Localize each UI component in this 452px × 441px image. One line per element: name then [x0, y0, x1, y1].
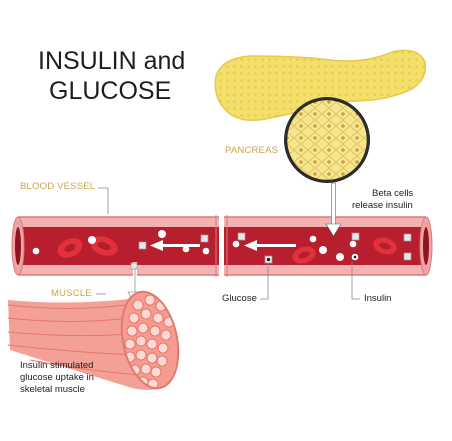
- leader-lines: [96, 187, 360, 300]
- red-blood-cells: [57, 236, 397, 264]
- pancreas-label: PANCREAS: [225, 145, 279, 156]
- page-title-line-1: INSULIN and: [38, 47, 186, 75]
- insulin-label: Insulin: [364, 293, 392, 304]
- uptake-label-line-2: glucose uptake in: [20, 372, 94, 383]
- glucose-label: Glucose: [222, 293, 257, 304]
- insulin-release-arrow: [325, 182, 342, 237]
- page-title-line-2: GLUCOSE: [49, 77, 172, 105]
- blood-vessel: [11, 215, 433, 277]
- blood-vessel-label: BLOOD VESSEL: [20, 181, 96, 192]
- skeletal-muscle: [7, 290, 180, 390]
- pancreas: [214, 49, 427, 121]
- beta-cells-label-line-2: release insulin: [352, 200, 413, 211]
- flow-arrows: [150, 240, 296, 251]
- molecules-in-vessel: [32, 230, 412, 264]
- uptake-label-line-3: skeletal muscle: [20, 384, 85, 395]
- uptake-label-line-1: Insulin stimulated: [20, 360, 94, 371]
- beta-cells-label-line-1: Beta cells: [372, 188, 414, 199]
- muscle-label: MUSCLE: [51, 288, 92, 299]
- beta-cells-zoom: [284, 97, 370, 183]
